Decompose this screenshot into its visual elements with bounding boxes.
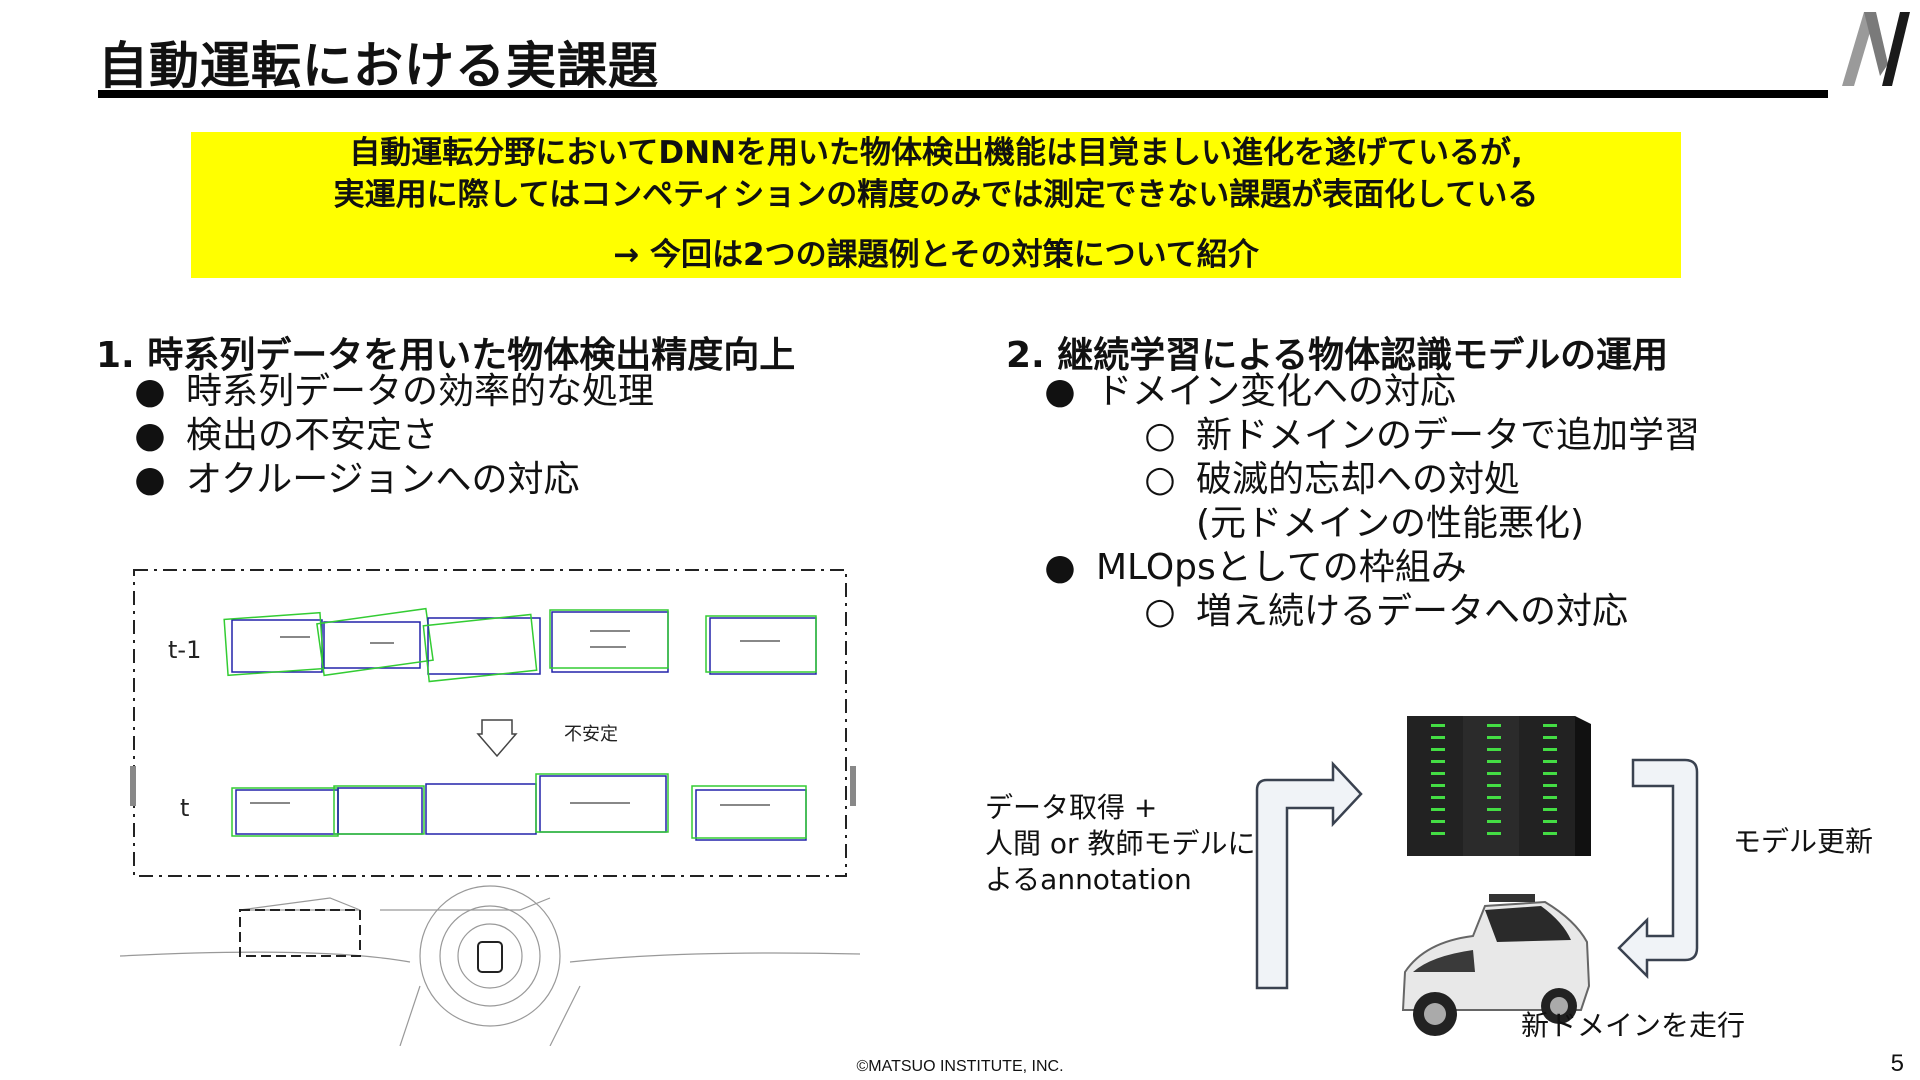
model-update-label: モデル更新: [1733, 825, 1874, 858]
banner-line-1: 自動運転分野においてDNNを用いた物体検出機能は目覚ましい進化を遂げているが,: [349, 135, 1523, 171]
bullet-dot: ●: [134, 371, 166, 412]
sub-list-item: ○ 新ドメインのデータで追加学習: [1006, 414, 1700, 458]
banner-line-3: → 今回は2つの課題例とその対策について紹介: [613, 237, 1259, 273]
bullet-text: ドメイン変化への対応: [1096, 371, 1457, 412]
bullet-text: MLOpsとしての枠組み: [1096, 547, 1467, 588]
t-boxes: [231, 773, 807, 841]
sub-list-item: ○ 増え続けるデータへの対応: [1006, 590, 1700, 634]
bullet-dot: ●: [1044, 371, 1076, 412]
list-item: ● オクルージョンへの対応: [96, 458, 654, 502]
list-item: ● ドメイン変化への対応: [1006, 370, 1700, 414]
annotation-text: データ取得 + 人間 or 教師モデルに よるannotation: [985, 790, 1255, 898]
lidar-scan-arcs: [120, 885, 860, 1046]
bullet-text: 時系列データの効率的な処理: [186, 371, 655, 412]
bullet-text: 増え続けるデータへの対応: [1196, 591, 1629, 632]
autonomous-car-icon: [1401, 894, 1591, 1036]
bullet-text: 新ドメインのデータで追加学習: [1196, 415, 1701, 456]
bullet-text: 検出の不安定さ: [186, 415, 439, 456]
time-window-frame: [133, 569, 847, 877]
sub-bullet-circle: ○: [1144, 415, 1176, 456]
sub-list-item-continued: (元ドメインの性能悪化): [1006, 502, 1700, 546]
left-cycle-arrow-icon: [1255, 760, 1363, 990]
label-t: t: [180, 794, 189, 822]
t-minus-1-boxes: [223, 607, 817, 683]
annotation-line: よるannotation: [985, 863, 1192, 896]
list-item: ● 検出の不安定さ: [96, 414, 654, 458]
slide-title: 自動運転における実課題: [98, 37, 659, 95]
sub-bullet-circle: ○: [1144, 591, 1176, 632]
sub-bullet-circle: ○: [1144, 459, 1176, 500]
label-t-minus-1: t-1: [168, 636, 201, 664]
server-rack-icon: [1407, 716, 1591, 856]
lidar-detection-figure: t-1 不安定 t: [120, 569, 860, 1046]
annotation-line: データ取得 +: [985, 791, 1158, 824]
ego-vehicle-icon: [477, 941, 503, 973]
annotation-line: 人間 or 教師モデルに: [985, 827, 1256, 860]
matsuo-logo-icon: [1842, 12, 1910, 86]
bullet-text: 破滅的忘却への対処: [1196, 459, 1521, 500]
section1-heading: 1. 時系列データを用いた物体検出精度向上: [96, 335, 796, 376]
section1-bullets: ● 時系列データの効率的な処理 ● 検出の不安定さ ● オクルージョンへの対応: [96, 370, 654, 502]
summary-banner: 自動運転分野においてDNNを用いた物体検出機能は目覚ましい進化を遂げているが, …: [191, 132, 1681, 278]
banner-line-2: 実運用に際してはコンペティションの精度のみでは測定できない課題が表面化している: [333, 177, 1539, 213]
section2-bullets: ● ドメイン変化への対応 ○ 新ドメインのデータで追加学習 ○ 破滅的忘却への対…: [1006, 370, 1700, 634]
bullet-text: (元ドメインの性能悪化): [1196, 503, 1585, 544]
model-update-arrow-icon: [1617, 758, 1699, 980]
list-item: ● 時系列データの効率的な処理: [96, 370, 654, 414]
bullet-dot: ●: [134, 415, 166, 456]
down-arrow-icon: [476, 719, 518, 758]
page-number: 5: [1890, 1050, 1904, 1077]
sub-list-item: ○ 破滅的忘却への対処: [1006, 458, 1700, 502]
bullet-dot: ●: [134, 459, 166, 500]
bullet-dot: ●: [1044, 547, 1076, 588]
arrow-label: 不安定: [564, 724, 618, 745]
list-item: ● MLOpsとしての枠組み: [1006, 546, 1700, 590]
ego-region-frame: [239, 909, 361, 957]
server-leds: [1431, 724, 1557, 835]
point-cloud: [130, 630, 856, 806]
car-caption: 新ドメインを走行: [1521, 1009, 1746, 1042]
copyright-footer: ©MATSUO INSTITUTE, INC.: [856, 1058, 1064, 1075]
section2-heading: 2. 継続学習による物体認識モデルの運用: [1006, 335, 1669, 376]
title-underline: [98, 90, 1828, 98]
bullet-text: オクルージョンへの対応: [186, 459, 580, 500]
mlops-cycle-figure: データ取得 + 人間 or 教師モデルに よるannotation モデル更新 …: [985, 710, 1915, 1060]
